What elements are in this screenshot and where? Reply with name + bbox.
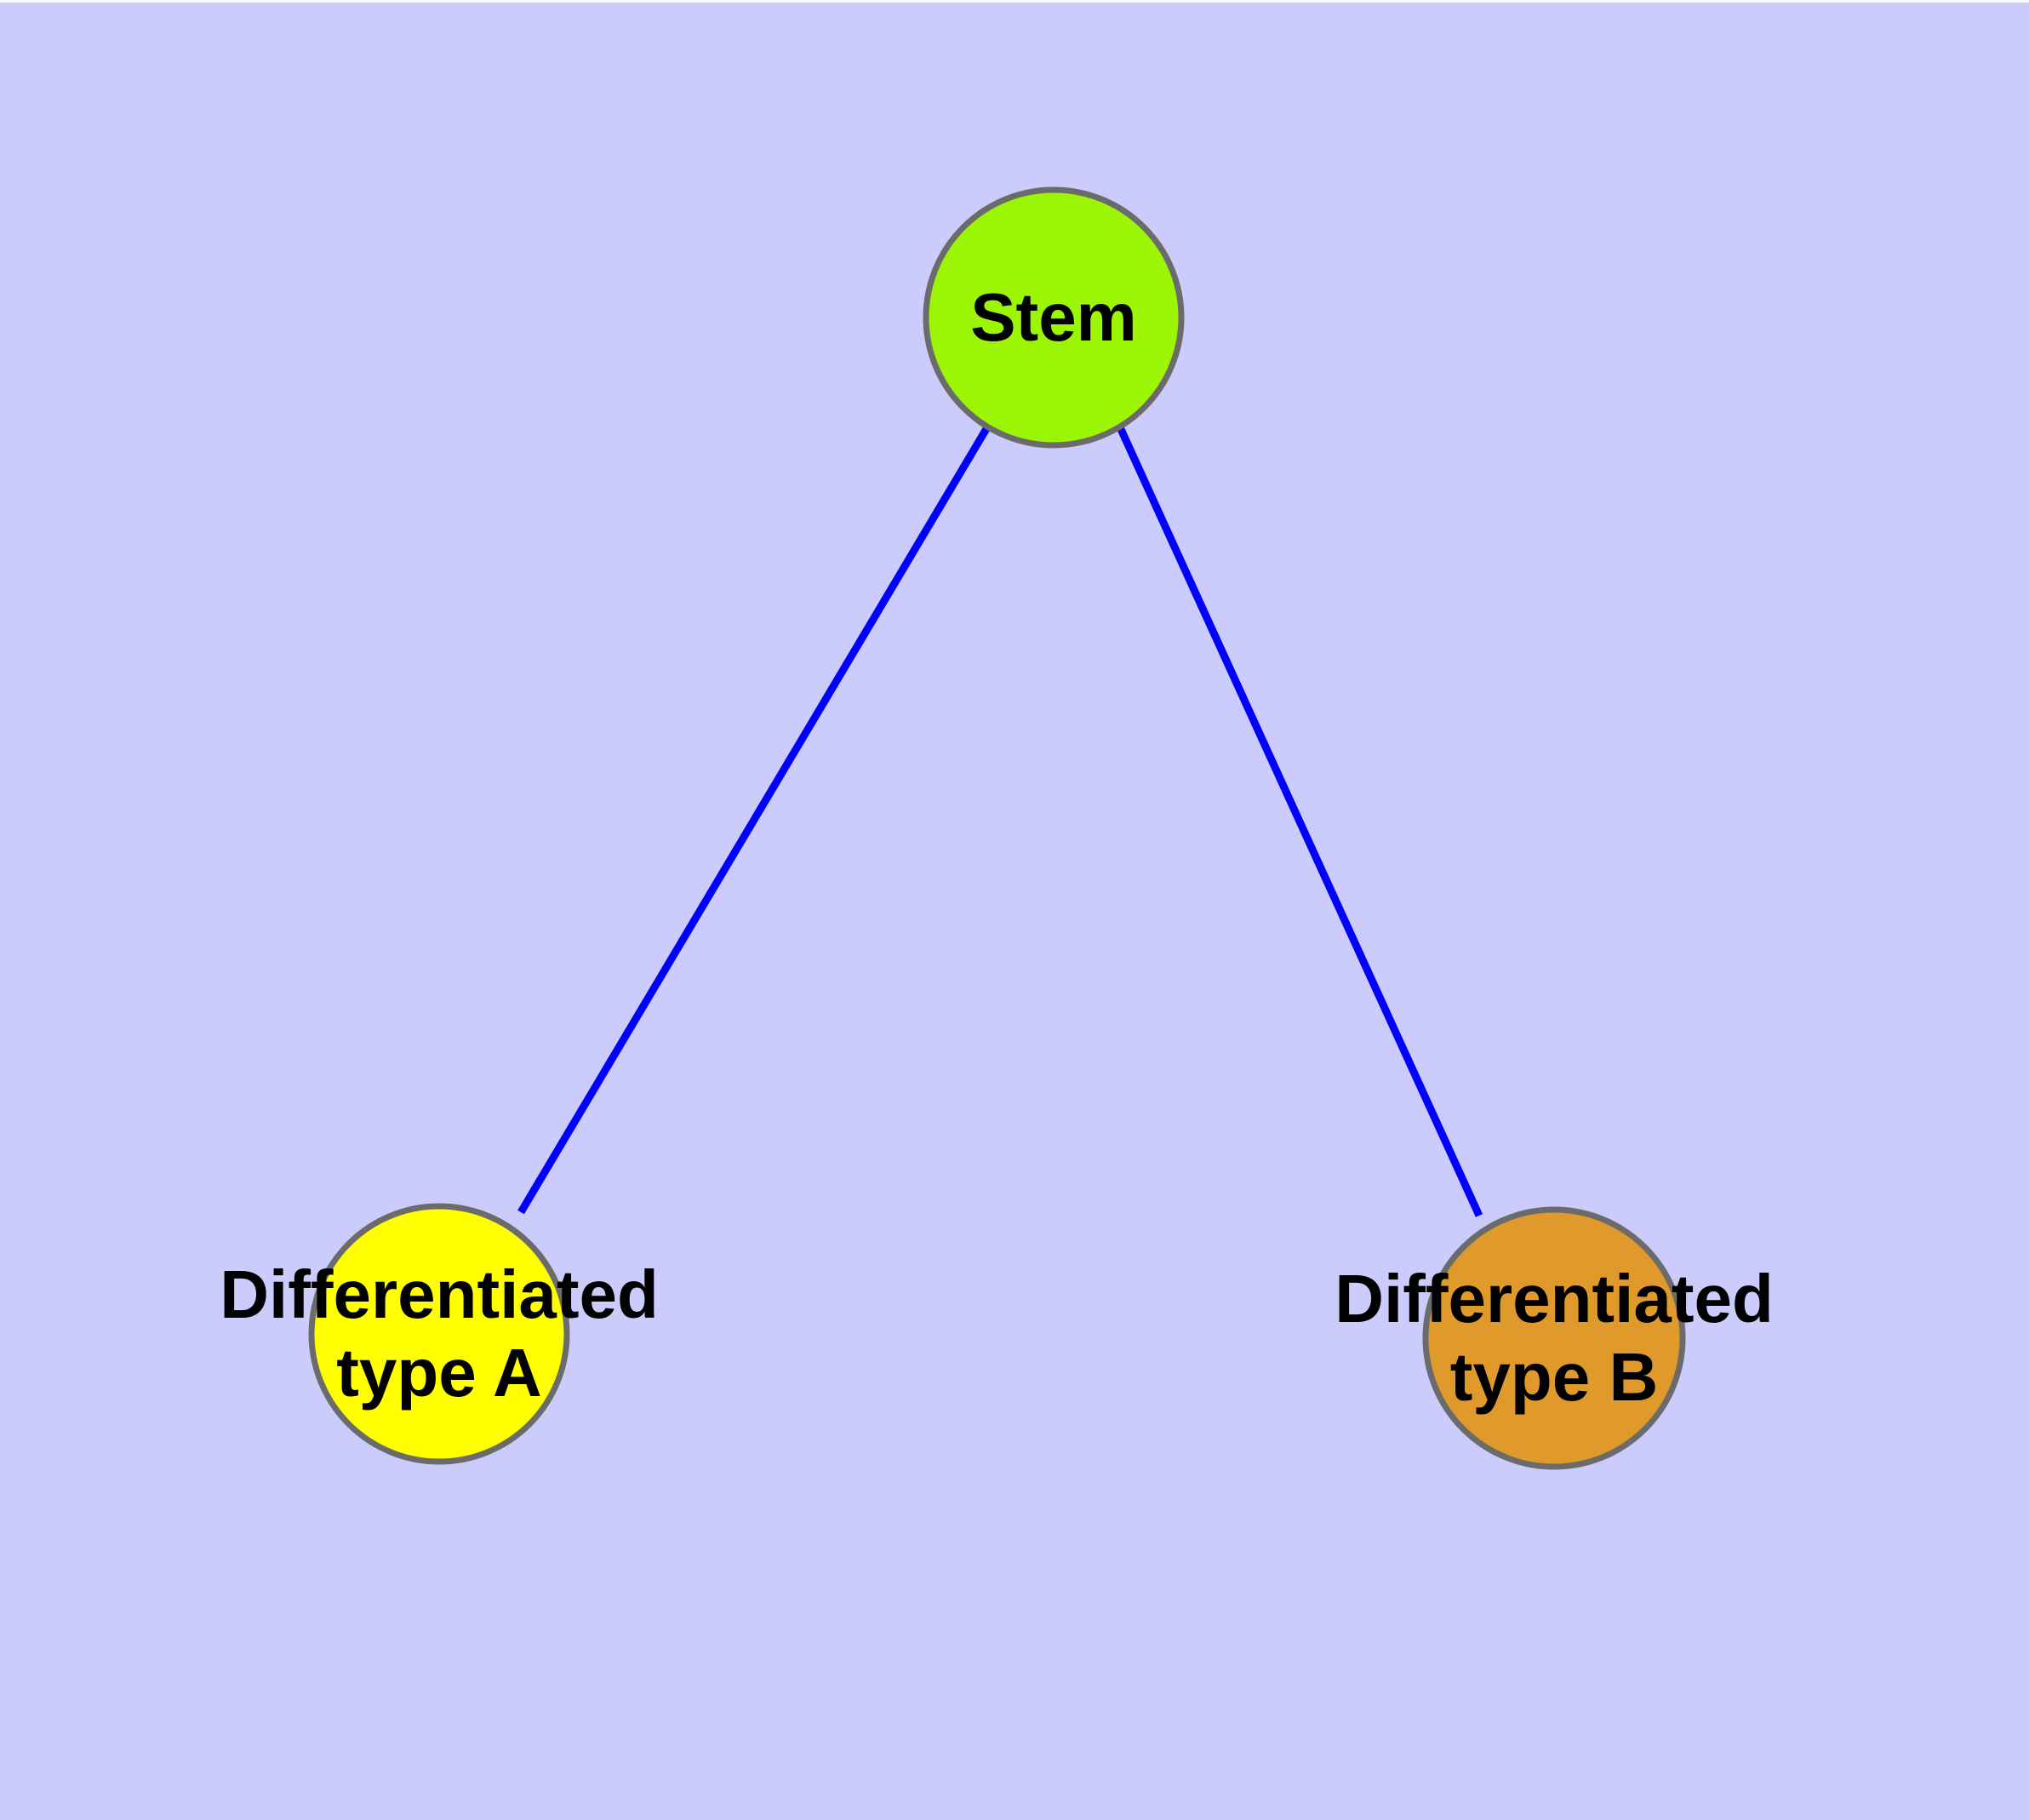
node-differentiated-type-b[interactable] <box>1422 1206 1686 1470</box>
node-circle-differentiated-type-a[interactable] <box>308 1203 570 1465</box>
node-label-stem: Stem <box>970 279 1137 355</box>
edge-layer <box>517 425 1483 1217</box>
edge-stem-to-differentiated-type-a[interactable] <box>517 425 991 1215</box>
node-circle-stem[interactable] <box>923 186 1185 449</box>
node-label-line: type A <box>336 1335 542 1411</box>
node-label-line: Differentiated <box>1335 1261 1774 1336</box>
node-label-line: Stem <box>970 279 1137 355</box>
node-label-line: Differentiated <box>220 1256 659 1332</box>
node-label-line: type B <box>1450 1339 1659 1415</box>
node-layer <box>308 186 1686 1470</box>
edge-stem-to-differentiated-type-b[interactable] <box>1116 426 1483 1217</box>
node-circle-differentiated-type-b[interactable] <box>1422 1206 1686 1470</box>
node-differentiated-type-a[interactable] <box>308 1203 570 1465</box>
node-stem[interactable] <box>923 186 1185 449</box>
